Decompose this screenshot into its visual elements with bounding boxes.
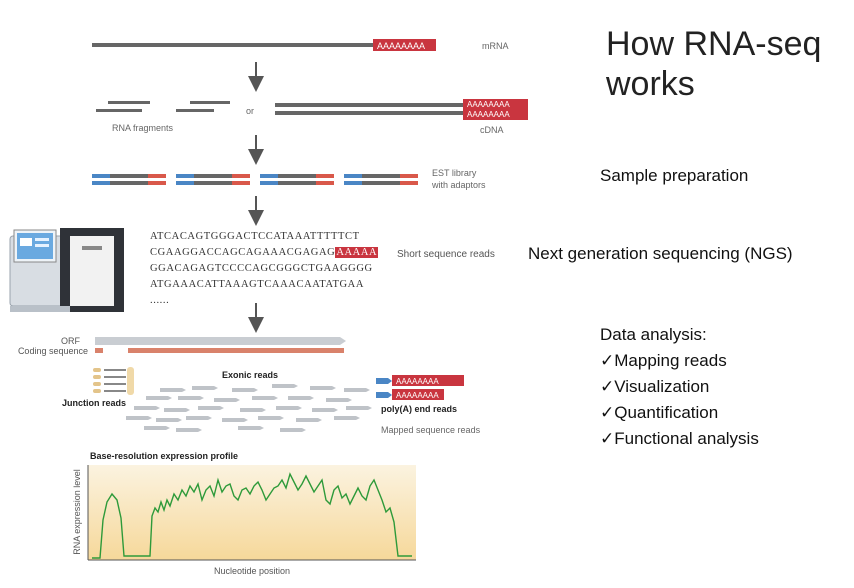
data-analysis-block: Data analysis: ✓Mapping reads ✓Visualiza… bbox=[600, 322, 759, 452]
orf-label: ORF bbox=[61, 336, 81, 346]
sequence-line: GGACAGAGTCCCCAGCGGGCTGAAGGGG bbox=[150, 263, 373, 274]
cdna-strand: AAAAAAAA AAAAAAAA bbox=[275, 99, 528, 120]
sample-preparation-label: Sample preparation bbox=[600, 166, 749, 185]
exonic-reads bbox=[126, 384, 372, 432]
orf-track bbox=[95, 337, 346, 345]
expression-profile-chart bbox=[87, 465, 416, 561]
sequence-line: ATGAAACATTAAAGTCAAACAATATGAA bbox=[150, 279, 365, 290]
cdna-polya-text-bottom: AAAAAAAA bbox=[467, 110, 510, 119]
coding-sequence-track bbox=[95, 348, 344, 353]
title-line-1: How RNA-seq bbox=[606, 25, 822, 63]
est-label-2: with adaptors bbox=[431, 180, 486, 190]
analysis-item-label: Functional analysis bbox=[614, 429, 759, 448]
checkmark-icon: ✓ bbox=[600, 403, 615, 423]
rna-fragments-label: RNA fragments bbox=[112, 123, 174, 133]
short-reads-label: Short sequence reads bbox=[397, 249, 495, 260]
analysis-item: ✓Quantification bbox=[600, 400, 759, 426]
analysis-item-label: Quantification bbox=[614, 403, 719, 422]
sequence-line: ...... bbox=[150, 295, 170, 306]
sequence-reads-block: ATCACAGTGGGACTCCATAAATTTTTCT CGAAGGACCAG… bbox=[150, 229, 379, 309]
profile-title: Base-resolution expression profile bbox=[90, 451, 238, 461]
data-analysis-title: Data analysis: bbox=[600, 325, 707, 344]
checkmark-icon: ✓ bbox=[600, 351, 615, 371]
polya-end-reads-label: poly(A) end reads bbox=[381, 404, 457, 414]
ngs-label: Next generation sequencing (NGS) bbox=[528, 244, 793, 263]
analysis-item: ✓Functional analysis bbox=[600, 426, 759, 452]
sequencer-machine-image bbox=[9, 228, 124, 312]
analysis-item-label: Mapping reads bbox=[614, 351, 727, 370]
junction-reads bbox=[93, 367, 134, 395]
polya-end-reads: AAAAAAAA AAAAAAAA bbox=[376, 375, 464, 400]
expression-profile-line bbox=[92, 472, 412, 559]
mapped-reads-label: Mapped sequence reads bbox=[381, 425, 481, 435]
sequence-line: ATCACAGTGGGACTCCATAAATTTTTCT bbox=[150, 231, 360, 242]
sequence-text: CGAAGGACCAGCAGAAACGAGAG bbox=[150, 247, 336, 258]
profile-xlabel: Nucleotide position bbox=[214, 566, 290, 576]
checkmark-icon: ✓ bbox=[600, 429, 615, 449]
exonic-reads-label: Exonic reads bbox=[222, 370, 278, 380]
junction-reads-label: Junction reads bbox=[62, 398, 126, 408]
est-label-1: EST library bbox=[432, 168, 477, 178]
analysis-item: ✓Mapping reads bbox=[600, 348, 759, 374]
slide-title: How RNA-seq works bbox=[606, 24, 821, 104]
mrna-polya-text: AAAAAAAA bbox=[377, 41, 425, 51]
mrna-label: mRNA bbox=[482, 41, 509, 51]
polya-read-text-2: AAAAAAAA bbox=[396, 391, 439, 400]
rna-fragments bbox=[96, 101, 230, 112]
sequence-polya-tail: AAAAA bbox=[335, 247, 379, 258]
mrna-strand: AAAAAAAA bbox=[92, 39, 436, 51]
cdna-label: cDNA bbox=[480, 125, 504, 135]
checkmark-icon: ✓ bbox=[600, 377, 615, 397]
est-library bbox=[92, 174, 418, 185]
or-label: or bbox=[246, 106, 254, 116]
coding-sequence-label: Coding sequence bbox=[18, 346, 88, 356]
polya-read-text-1: AAAAAAAA bbox=[396, 377, 439, 386]
sequence-line: CGAAGGACCAGCAGAAACGAGAGAAAAA bbox=[150, 245, 379, 261]
analysis-item: ✓Visualization bbox=[600, 374, 759, 400]
profile-ylabel: RNA expression level bbox=[72, 469, 82, 555]
rnaseq-workflow-diagram: AAAAAAAA mRNA RNA fragments or AAAAAAAA … bbox=[9, 39, 528, 576]
cdna-polya-text-top: AAAAAAAA bbox=[467, 100, 510, 109]
analysis-item-label: Visualization bbox=[614, 377, 710, 396]
title-line-2: works bbox=[606, 65, 695, 103]
